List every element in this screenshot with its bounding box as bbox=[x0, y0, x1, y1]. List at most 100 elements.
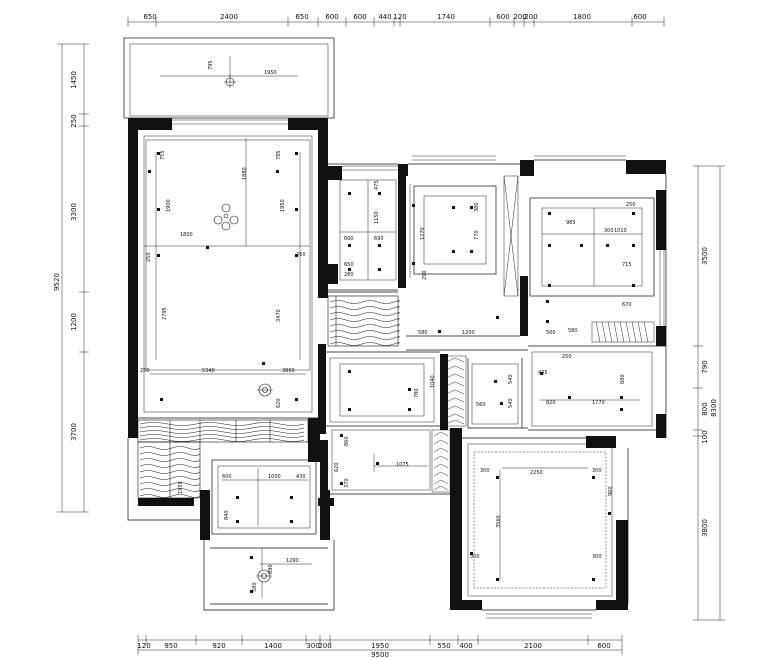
mid-dim-780: 780 bbox=[414, 388, 420, 398]
stair-strip-lower bbox=[431, 429, 451, 493]
dining-dim-580: 580 bbox=[252, 582, 258, 592]
kitchen-dim-650: 650 bbox=[344, 262, 354, 268]
stair-strip-upper bbox=[443, 355, 467, 427]
left-dim-3: 1200 bbox=[70, 313, 78, 331]
bed-dim-300: 300 bbox=[604, 228, 614, 234]
top-dim-7: 1740 bbox=[437, 13, 455, 21]
right-dim-680: 680 bbox=[620, 374, 626, 384]
bedroom-top-right: 985 1010 250 300 715 670 580 500 bbox=[529, 197, 655, 336]
mid-dim-1040: 1040 bbox=[430, 375, 436, 388]
left-dim-0: 1450 bbox=[70, 71, 78, 89]
balcony-dim-795: 795 bbox=[208, 60, 214, 70]
top-dim-5: 440 bbox=[378, 13, 391, 21]
downlight-icon bbox=[148, 152, 298, 401]
hatch-label: 1950 bbox=[178, 481, 184, 494]
bottom-dimension-chain: 120 950 920 1400 300 200 1950 550 400 21… bbox=[137, 635, 623, 658]
master-bedroom: 2250 300 300 300 300 3560 960 bbox=[467, 443, 614, 597]
center-room: 1200 580 1270 770 380 290 bbox=[409, 175, 519, 336]
master-dim-3560: 3560 bbox=[496, 515, 502, 528]
mid-dim-1075: 1075 bbox=[396, 462, 409, 468]
dining-dim-890: 890 bbox=[268, 564, 274, 574]
bottom-dim-7: 550 bbox=[437, 642, 450, 650]
living-dim-3860: 3860 bbox=[282, 368, 295, 374]
right-dim-820: 820 bbox=[546, 400, 556, 406]
living-dim-250: 250 bbox=[140, 368, 150, 374]
bed-dim-250: 250 bbox=[626, 202, 636, 208]
small-bath: 560 540 540 bbox=[471, 363, 519, 425]
right-dim-240: 250 bbox=[562, 354, 572, 360]
right-dim-total: 8300 bbox=[710, 399, 718, 417]
top-dimension-chain: 650 2400 650 600 600 440 120 1740 600 20… bbox=[127, 13, 665, 27]
right-dim-3: 100 bbox=[701, 430, 709, 443]
kitchen-dim-600: 600 bbox=[344, 236, 354, 242]
bottom-dim-5: 200 bbox=[318, 642, 331, 650]
living-dim-620: 620 bbox=[276, 398, 282, 408]
mid-dim-560: 560 bbox=[476, 402, 486, 408]
living-dim-785: 785 bbox=[276, 150, 282, 160]
bed-dim-500: 500 bbox=[546, 330, 556, 336]
balcony-dim-1950: 1950 bbox=[264, 70, 277, 76]
left-dimension-chain: 1450 250 3300 1200 3700 9520 bbox=[53, 43, 89, 513]
bottom-dim-4: 300 bbox=[306, 642, 319, 650]
kitchen-dim-280: 280 bbox=[344, 272, 354, 278]
dining-dim-840: 840 bbox=[224, 510, 230, 520]
bottom-balcony: 1290 580 890 bbox=[250, 548, 312, 598]
mid-dim-370: 370 bbox=[344, 478, 350, 488]
right-dim-4: 3800 bbox=[701, 519, 709, 537]
right-dim-1: 790 bbox=[701, 360, 709, 373]
kitchen: 600 690 650 280 1150 475 bbox=[339, 179, 397, 281]
right-dim-1770: 1770 bbox=[592, 400, 605, 406]
mid-dim-540: 540 bbox=[508, 374, 514, 384]
top-dim-1: 2400 bbox=[220, 13, 238, 21]
master-dim-300b: 300 bbox=[592, 468, 602, 474]
top-dim-9: 200 bbox=[513, 13, 526, 21]
top-dim-12: 600 bbox=[633, 13, 646, 21]
master-dim-300d: 300 bbox=[592, 554, 602, 560]
room-dim-770: 770 bbox=[474, 230, 480, 240]
room-dim-580: 580 bbox=[418, 330, 428, 336]
top-dim-2: 650 bbox=[295, 13, 308, 21]
right-dimension-chain: 3500 790 800 100 3800 8300 bbox=[693, 165, 725, 621]
room-dim-290: 290 bbox=[422, 270, 428, 280]
dining-room-lower: 600 1000 430 840 bbox=[211, 459, 317, 535]
mid-dim-620: 620 bbox=[334, 462, 340, 472]
bottom-dim-6: 1950 bbox=[371, 642, 389, 650]
bottom-dim-2: 920 bbox=[212, 642, 225, 650]
bottom-dim-3: 1400 bbox=[264, 642, 282, 650]
master-dim-960: 960 bbox=[608, 486, 614, 496]
hatched-floor-left bbox=[137, 419, 309, 443]
living-dim-3470: 3470 bbox=[276, 309, 282, 322]
living-dim-1880: 1880 bbox=[242, 167, 248, 180]
living-room: 1800 5340 3860 250 260 1880 1900 1950 27… bbox=[140, 135, 313, 413]
left-dim-1: 250 bbox=[70, 114, 78, 127]
top-dim-11: 1800 bbox=[573, 13, 591, 21]
top-balcony: 1950 795 bbox=[123, 37, 335, 119]
dining-dim-430: 430 bbox=[296, 474, 306, 480]
right-middle-room: 1770 820 435 680 250 bbox=[531, 351, 653, 427]
top-dim-3: 600 bbox=[325, 13, 338, 21]
living-dim-755: 755 bbox=[160, 150, 166, 160]
living-dim-5340: 5340 bbox=[202, 368, 215, 374]
mid-dim-860: 860 bbox=[344, 436, 350, 446]
room-dim-1270: 1270 bbox=[420, 227, 426, 240]
right-dim-2: 800 bbox=[701, 402, 709, 415]
bed-dim-1010: 1010 bbox=[614, 228, 627, 234]
living-dim-2795: 2795 bbox=[162, 307, 168, 320]
living-dim-260: 260 bbox=[296, 252, 306, 258]
top-dim-4: 600 bbox=[353, 13, 366, 21]
left-dim-2: 3300 bbox=[70, 203, 78, 221]
hatched-floor-lower-left bbox=[137, 441, 201, 499]
room-dim-1200: 1200 bbox=[462, 330, 475, 336]
dining-dim-1000: 1000 bbox=[268, 474, 281, 480]
top-dim-8: 600 bbox=[496, 13, 509, 21]
bottom-dim-0: 120 bbox=[137, 642, 150, 650]
master-dim-300c: 300 bbox=[470, 554, 480, 560]
bed-dim-715: 715 bbox=[622, 262, 632, 268]
chandelier-icon bbox=[213, 203, 239, 231]
bottom-dim-9: 2100 bbox=[524, 642, 542, 650]
living-dim-1900: 1900 bbox=[166, 199, 172, 212]
wardrobe bbox=[591, 321, 655, 343]
right-dim-435: 435 bbox=[538, 370, 548, 376]
exterior-walls bbox=[128, 118, 666, 610]
